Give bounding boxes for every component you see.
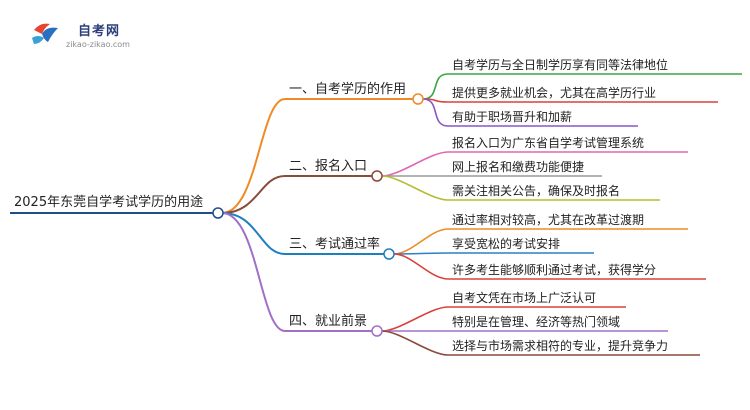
leaf-topic: 网上报名和缴费功能便捷 [452, 159, 584, 174]
leaf-connector [393, 253, 449, 280]
leaf-topic: 有助于职场晋升和加薪 [452, 110, 572, 124]
root-node [212, 207, 224, 219]
logo-url: zikao-zikao.com [66, 40, 130, 49]
branch-node [412, 93, 424, 105]
branch-topic: 二、报名入口 [289, 158, 367, 174]
branch-topic: 三、考试通过率 [289, 236, 380, 252]
branch-node [371, 170, 383, 182]
branch-connector [221, 175, 286, 214]
leaf-connector [393, 228, 449, 255]
leaf-topic: 特别是在管理、经济等热门领域 [452, 314, 620, 329]
leaf-topic: 自考学历与全日制学历享有同等法律地位 [452, 57, 668, 72]
branch-node [371, 325, 383, 337]
branch-connector [221, 98, 286, 214]
leaf-connector [381, 306, 449, 332]
leaf-topic: 自考文凭在市场上广泛认可 [452, 290, 596, 305]
leaf-connector [393, 252, 449, 255]
branch-node [383, 248, 395, 260]
leaf-topic: 享受宽松的考试安排 [452, 236, 560, 251]
branch-topic: 一、自考学历的作用 [289, 81, 406, 97]
leaf-topic: 需关注相关公告，确保及时报名 [452, 183, 620, 198]
site-logo[interactable]: 自考网 zikao-zikao.com [30, 18, 140, 54]
graduation-cap-icon [32, 23, 58, 44]
branch-connector [221, 212, 286, 255]
leaf-topic: 通过率相对较高，尤其在改革过渡期 [452, 212, 644, 227]
leaf-topic: 选择与市场需求相符的专业，提升竞争力 [452, 338, 668, 353]
leaf-connector [381, 175, 449, 201]
branch-connector [221, 212, 286, 332]
leaf-topic: 报名入口为广东省自学考试管理系统 [452, 135, 644, 150]
leaf-connector [422, 73, 449, 100]
branch-topic: 四、就业前景 [289, 313, 367, 329]
root-topic: 2025年东莞自学考试学历的用途 [14, 194, 203, 210]
logo-title: 自考网 [78, 24, 121, 39]
leaf-connector [422, 98, 449, 127]
leaf-topic: 提供更多就业机会，尤其在高学历行业 [452, 85, 656, 100]
leaf-connector [381, 330, 449, 356]
leaf-topic: 许多考生能够顺利通过考试，获得学分 [452, 262, 656, 277]
leaf-connector [381, 151, 449, 177]
